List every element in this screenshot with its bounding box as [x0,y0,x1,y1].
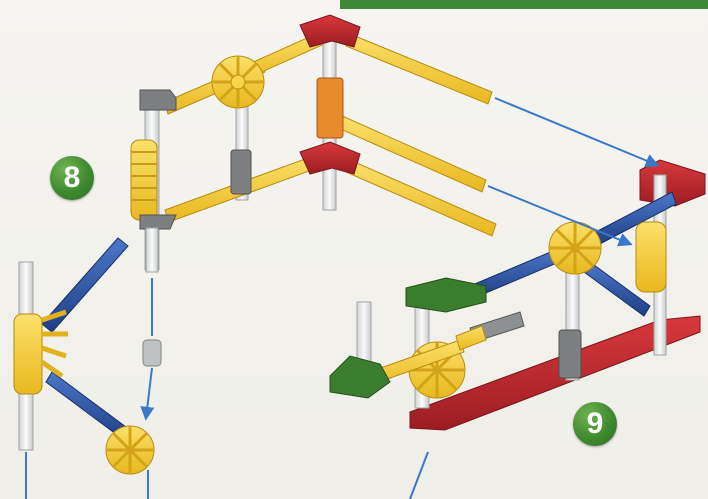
spacer [143,340,161,366]
direction-arrow [146,368,152,418]
step8-upper-frame [131,15,496,270]
gray-connector [140,90,176,110]
step-number-badge: 8 [50,156,94,200]
gray-connector [140,215,176,229]
white-rod [357,302,371,362]
step-number-badge: 9 [573,402,617,446]
direction-arrow [410,452,428,499]
white-rod [146,228,158,272]
step9-assembly [330,160,705,430]
green-connector [406,278,486,312]
yellow-gear-connector [212,56,264,108]
yellow-rod [346,34,492,104]
gray-connector [559,330,581,378]
yellow-rod [346,160,496,236]
orange-connector [317,78,343,138]
step8-lower-assembly [14,228,161,474]
direction-arrow [495,98,657,165]
yellow-gear-connector [636,222,666,292]
gray-connector [231,150,251,194]
green-connector [330,356,390,398]
yellow-gear-connector [106,426,154,474]
